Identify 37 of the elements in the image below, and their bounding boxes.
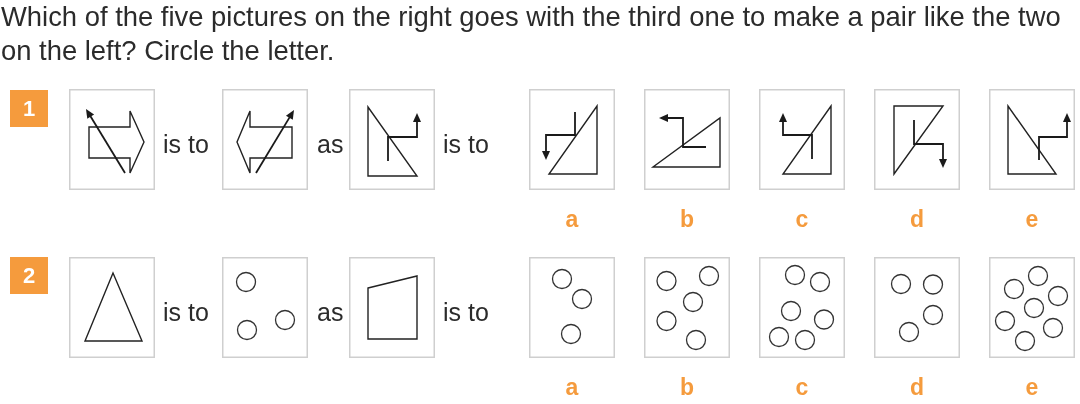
- number-badge: [10, 257, 48, 294]
- answer-letter: a: [565, 206, 579, 232]
- analogy-text: is to: [163, 129, 209, 159]
- answer-letter: a: [565, 374, 579, 400]
- triangle-arrow-picture: [644, 89, 730, 190]
- triangle-arrow-picture: [989, 89, 1075, 190]
- triangle-arrow-picture: [759, 89, 845, 190]
- answer-letter: c: [795, 374, 809, 400]
- block-arrow-picture: [69, 89, 155, 190]
- answer-letter: e: [1025, 374, 1039, 400]
- answer-letter: b: [679, 206, 695, 232]
- analogy-text: as: [317, 297, 344, 327]
- question-number: 2: [22, 263, 36, 288]
- circles-picture: [529, 257, 615, 358]
- circles-picture: [759, 257, 845, 358]
- analogy-text: as: [317, 129, 344, 159]
- quadrilateral-picture: [349, 257, 435, 358]
- circles-picture: [989, 257, 1075, 358]
- question-text: Which of the five pictures on the right goes with the third one to make a pair like the two on the left? Circle the letter.: [1, 0, 1062, 68]
- answer-letter: b: [679, 374, 695, 400]
- analogy-text: is to: [443, 297, 489, 327]
- answer-letter: c: [795, 206, 809, 232]
- triangle-arrow-picture: [529, 89, 615, 190]
- answer-letter: d: [909, 206, 925, 232]
- block-arrow-picture: [222, 89, 308, 190]
- answer-letter: e: [1025, 206, 1039, 232]
- circles-picture: [874, 257, 960, 358]
- analogy-text: is to: [443, 129, 489, 159]
- answer-letter: d: [909, 374, 925, 400]
- triangle-arrow-picture: [874, 89, 960, 190]
- question-number: 1: [22, 96, 36, 121]
- triangle-picture: [69, 257, 155, 358]
- number-badge: [10, 90, 48, 127]
- analogy-text: is to: [163, 297, 209, 327]
- circles-picture: [222, 257, 308, 358]
- circles-picture: [644, 257, 730, 358]
- triangle-arrow-picture: [349, 89, 435, 190]
